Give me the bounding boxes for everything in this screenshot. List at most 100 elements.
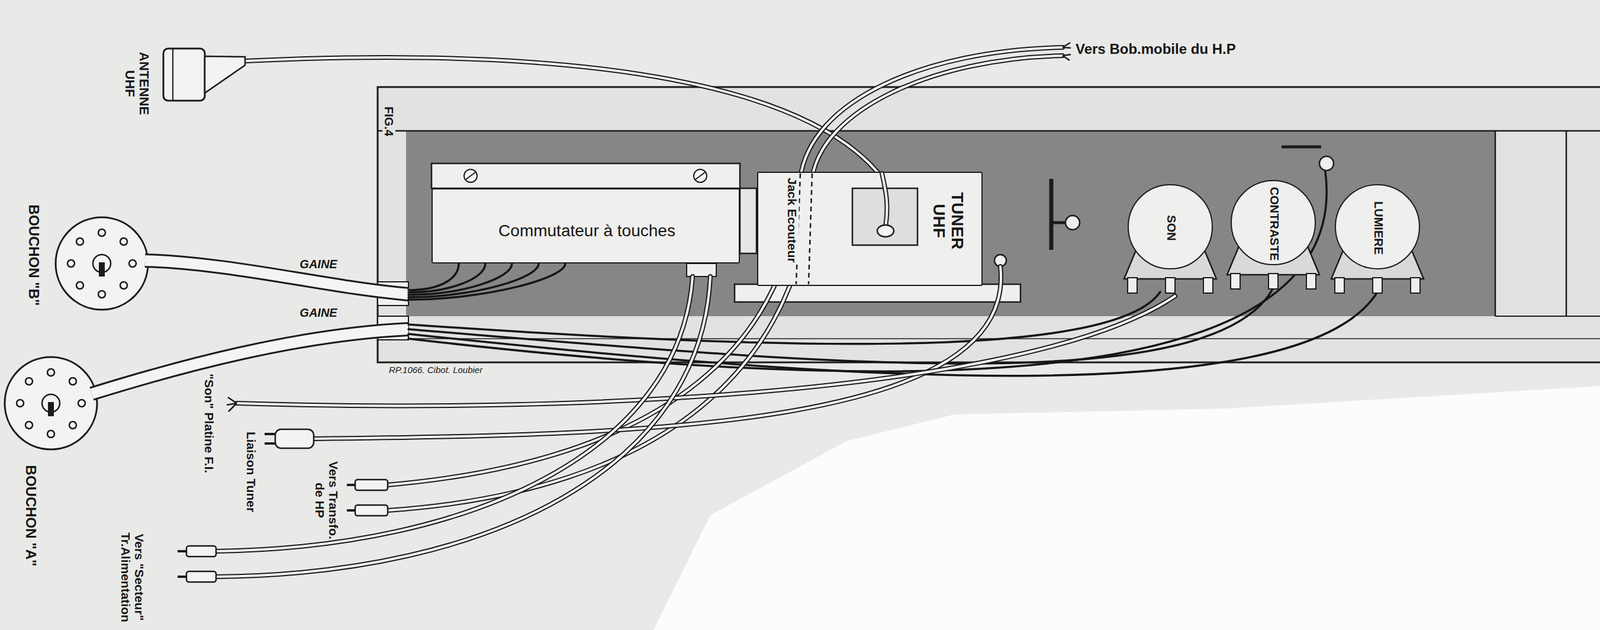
part-label: BOUCHON "A" [23, 464, 39, 568]
antenna-plug [163, 48, 205, 101]
plug-pin [177, 549, 187, 553]
connector-plug [4, 356, 98, 450]
tuner-plate [734, 284, 1021, 302]
potentiometer-knob: CONTRASTE [1230, 179, 1316, 266]
cable-sleeve [91, 329, 409, 394]
screw [695, 172, 705, 180]
wire [408, 291, 1378, 376]
wire-destination: Vers Bob.mobile du H.P [1074, 41, 1238, 57]
mains-wire [216, 276, 711, 577]
plug-body [4, 356, 98, 450]
plug-pin [98, 290, 106, 298]
connector-plug [55, 217, 148, 310]
contact-lever [1281, 145, 1322, 149]
knob-label: LUMIERE [1372, 201, 1386, 255]
potentiometer-knob: LUMIERE [1334, 184, 1421, 270]
wire [408, 171, 1327, 372]
antenna-cable [245, 57, 882, 178]
wire [408, 263, 566, 300]
potentiometer-knob: SON [1127, 184, 1213, 270]
torn-page [653, 385, 1600, 630]
part-label: Jack Ecouteur [784, 176, 799, 265]
mains-wire [216, 276, 711, 577]
pot-lug [1165, 277, 1175, 294]
switch-stem [1051, 221, 1066, 225]
speaker-wire [387, 55, 1063, 511]
mains-wire [216, 276, 693, 552]
panel-edge [1495, 315, 1600, 317]
plug-pin [16, 399, 24, 407]
tuner-plug [275, 429, 314, 449]
spade-plug [355, 504, 388, 516]
spade-plug [186, 571, 217, 582]
plug-pin [129, 259, 137, 267]
plug-pin [120, 281, 128, 289]
part-label: BOUCHON "B" [26, 203, 42, 308]
antenna-cable [881, 173, 887, 227]
pot-lug [1203, 277, 1213, 294]
panel-recess [406, 130, 1496, 317]
screw [465, 172, 476, 180]
switch-plate [1049, 178, 1054, 250]
wire [408, 263, 539, 298]
plug-pin [120, 237, 128, 246]
panel-edge [377, 130, 1600, 133]
signature: RP.1066. Cibot. Loubier [387, 365, 484, 376]
pot-lug [1306, 273, 1316, 289]
plug-pin [264, 442, 276, 445]
knob-label: SON [1164, 214, 1178, 241]
wire [408, 263, 513, 295]
figure-number: FIG.4 [382, 105, 396, 138]
key-switch-bank: Commutateur à touches [431, 188, 740, 264]
tuner-link-cable [313, 266, 1001, 439]
wire-destination: Vers Transfo. de HP [313, 454, 341, 546]
screw [464, 169, 478, 183]
pot-lug [1410, 277, 1421, 294]
box-label: Commutateur à touches [498, 221, 676, 240]
plug-key [47, 401, 54, 417]
plug-body [55, 217, 148, 310]
cable-sleeve [91, 329, 409, 394]
panel-edge [1565, 130, 1568, 317]
plug-pin [98, 229, 106, 237]
plug-pin [264, 432, 276, 436]
pot-lug [1230, 273, 1241, 289]
plug-pin [76, 237, 84, 246]
speaker-wire [387, 55, 1063, 511]
wire [408, 263, 459, 291]
screw [693, 169, 707, 183]
plug-pin [346, 509, 356, 512]
part-label: GAINE [298, 257, 338, 271]
wire-destination: Vers "Secteur" Tr.Alimentation [118, 524, 147, 630]
cable-sleeve [145, 260, 409, 295]
frayed-end [226, 397, 237, 412]
mains-wire [216, 276, 693, 552]
plug-pin [25, 421, 33, 429]
pot-lug [1127, 277, 1138, 294]
knob-label: CONTRASTE [1267, 187, 1281, 261]
spade-plug [186, 545, 217, 557]
plug-pin [177, 575, 187, 578]
plug-pin [69, 377, 77, 385]
tuner-link-cable [313, 266, 1001, 439]
wire-destination: "Son" Platine F.I. [201, 372, 216, 475]
antenna-plug [204, 56, 246, 93]
plug-pin [67, 259, 75, 267]
wire [408, 263, 486, 293]
plug-pin [78, 399, 86, 407]
hidden-wire [808, 173, 813, 285]
pot-lug [1372, 277, 1383, 294]
antenna-cable [881, 173, 887, 227]
plug-pin [25, 377, 33, 385]
part-label: GAINE [298, 306, 338, 320]
part-label: ANTENNE UHF [122, 50, 151, 117]
contact-knob [1319, 156, 1334, 171]
pot-lug [1334, 277, 1345, 294]
pot-lug [1268, 273, 1278, 289]
box-label: TUNER UHF [929, 192, 967, 250]
